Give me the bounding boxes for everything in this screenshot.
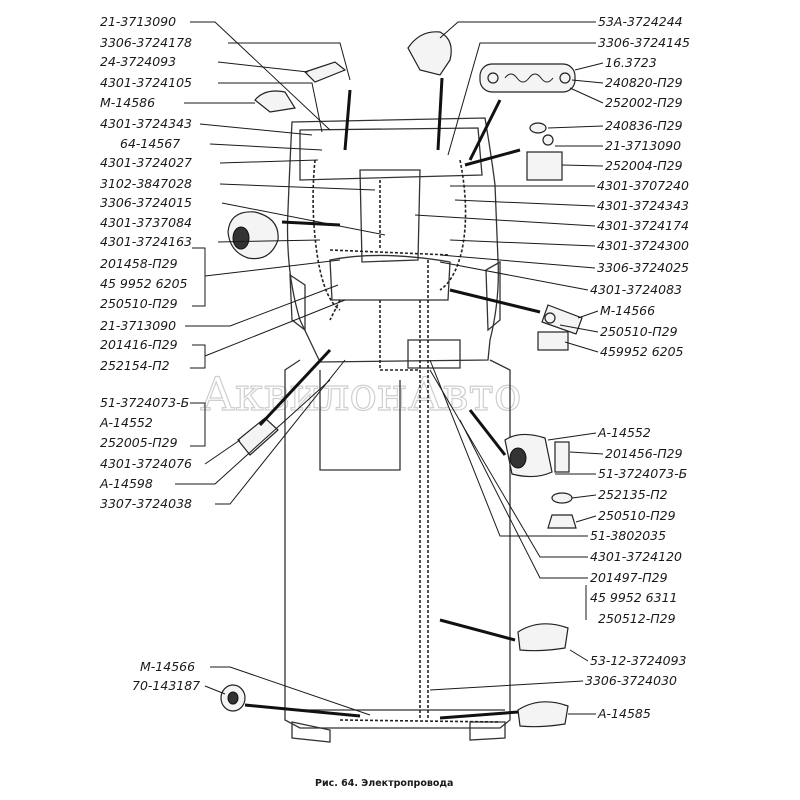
label-right-19: 201456-П29 [605,446,683,461]
label-right-2: 3306-3724145 [598,35,690,50]
label-left-24: 3307-3724038 [100,496,192,511]
labels-left: 21-3713090 3306-3724178 24-3724093 4301-… [99,14,386,716]
label-right-17: 459952 6205 [600,344,684,359]
chassis-outline [284,339,511,743]
label-right-3: 16.3723 [605,55,657,70]
label-left-1: 21-3713090 [100,14,176,29]
label-right-30: А-14585 [597,706,651,721]
label-left-4: 4301-3724105 [100,75,192,90]
label-left-8: 4301-3724027 [100,155,192,170]
label-right-1: 53А-3724244 [598,14,683,29]
label-left-13: 201458-П29 [100,256,178,271]
label-right-6: 240836-П29 [605,118,683,133]
label-right-28: 53-12-3724093 [590,653,687,668]
label-right-15: М-14566 [600,303,655,318]
label-left-20: А-14552 [99,415,153,430]
label-right-27: 250512-П29 [598,611,676,626]
label-right-26: 45 9952 6311 [590,590,677,605]
label-right-10: 4301-3724343 [597,198,689,213]
label-right-22: 250510-П29 [598,508,676,523]
label-right-16: 250510-П29 [600,324,678,339]
label-right-5: 252002-П29 [605,95,683,110]
label-left-19: 51-3724073-Б [100,395,189,410]
label-right-23: 51-3802035 [590,528,666,543]
label-left-7: 64-14567 [120,136,180,151]
label-left-23: А-14598 [99,476,153,491]
watermark: АквилонАвто [200,367,522,421]
label-right-18: А-14552 [597,425,651,440]
label-left-11: 4301-3737084 [100,215,192,230]
label-left-14: 45 9952 6205 [100,276,188,291]
label-left-6: 4301-3724343 [100,116,192,131]
label-right-7: 21-3713090 [605,138,681,153]
label-left-21: 252005-П29 [100,435,178,450]
thick-leaders [244,77,541,720]
label-left-26: 70-143187 [132,678,200,693]
labels-right: 53А-3724244 3306-3724145 16.3723 240820-… [414,14,690,721]
label-right-8: 252004-П29 [605,158,683,173]
label-left-5: M-14586 [100,95,155,110]
label-left-10: 3306-3724015 [100,195,192,210]
label-left-15: 250510-П29 [100,296,178,311]
label-left-2: 3306-3724178 [100,35,192,50]
label-left-17: 201416-П29 [100,337,178,352]
label-right-11: 4301-3724174 [597,218,689,233]
label-left-9: 3102-3847028 [100,176,192,191]
label-left-18: 252154-П2 [100,358,170,373]
label-right-4: 240820-П29 [605,75,683,90]
label-right-9: 4301-3707240 [597,178,689,193]
label-right-25: 201497-П29 [590,570,668,585]
label-left-22: 4301-3724076 [100,456,192,471]
label-right-13: 3306-3724025 [597,260,689,275]
label-right-24: 4301-3724120 [590,549,682,564]
label-left-16: 21-3713090 [100,318,176,333]
label-right-14: 4301-3724083 [590,282,682,297]
components [220,31,583,728]
label-right-20: 51-3724073-Б [598,466,687,481]
label-right-21: 252135-П2 [598,487,668,502]
label-right-29: 3306-3724030 [585,673,677,688]
figure-caption: Рис. 64. Электропровода [315,778,453,789]
label-left-12: 4301-3724163 [100,234,192,249]
label-left-3: 24-3724093 [100,54,176,69]
label-left-25: М-14566 [140,659,195,674]
label-right-12: 4301-3724300 [597,238,689,253]
